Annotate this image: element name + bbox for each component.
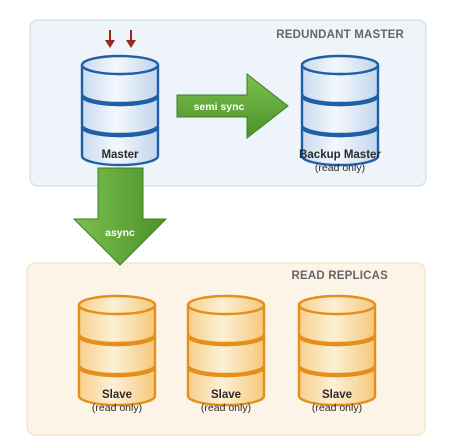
master-label: Master (101, 149, 139, 161)
async-label: async (105, 227, 135, 239)
backup-master-database-icon (300, 54, 380, 167)
slave-database-icon (186, 294, 266, 407)
slave-label: Slave (322, 389, 352, 401)
slave-sublabel: (read only) (201, 402, 251, 414)
write-arrow-icon (105, 30, 115, 48)
slave-label: Slave (102, 389, 132, 401)
async-arrow: async (72, 167, 168, 266)
master-database-icon (80, 54, 160, 167)
redundant-master-title: REDUNDANT MASTER (276, 29, 404, 41)
slave-label: Slave (211, 389, 241, 401)
semi-sync-arrow: semi sync (176, 72, 289, 140)
read-replicas-title: READ REPLICAS (291, 270, 388, 282)
slave-database-icon (77, 294, 157, 407)
backup-master-sublabel: (read only) (315, 162, 365, 174)
slave-sublabel: (read only) (312, 402, 362, 414)
write-arrow-icon (126, 30, 136, 48)
backup-master-label: Backup Master (299, 149, 381, 161)
slave-sublabel: (read only) (92, 402, 142, 414)
semi-sync-label: semi sync (194, 101, 245, 113)
slave-database-icon (297, 294, 377, 407)
